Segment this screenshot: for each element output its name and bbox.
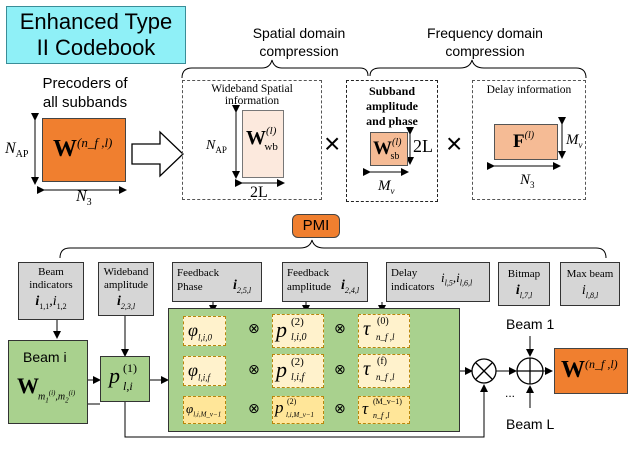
beam-i-box: Beam i W m1(i),m2(i) bbox=[8, 340, 88, 424]
otimes-icon: ⊗ bbox=[334, 400, 346, 416]
otimes-icon: ⊗ bbox=[334, 320, 346, 336]
beam-i-matrix: W bbox=[17, 373, 39, 398]
frequency-header: Frequency domain compression bbox=[427, 25, 543, 59]
subband-cols-dim: Mv bbox=[378, 178, 395, 196]
indicator-beam: Beam indicators i1,1,i1,2 bbox=[18, 262, 84, 320]
precoders-rows-dim: NAP bbox=[5, 140, 29, 161]
beam-i-subscript: m1(i),m2(i) bbox=[38, 389, 76, 405]
indicator-bitmap: Bitmap il,7,l bbox=[498, 262, 550, 306]
indicator-max-beam: Max beam il,8,l bbox=[560, 262, 620, 306]
output-matrix-symbol: W(n_f ,l) bbox=[561, 357, 618, 383]
frequency-brace bbox=[369, 59, 587, 79]
delay-label: Delay information bbox=[486, 84, 572, 96]
beam-ellipsis: ... bbox=[505, 386, 516, 400]
tau-box-f: τ (f) n_f ,l bbox=[358, 354, 410, 388]
pmi-box: PMI bbox=[292, 214, 340, 238]
wideband-matrix: W(l)wb bbox=[242, 110, 284, 178]
p1-symbol: p bbox=[109, 363, 120, 388]
times-operator-1: × bbox=[324, 128, 341, 159]
title-line2: II Codebook bbox=[36, 35, 156, 60]
wideband-panel bbox=[182, 80, 322, 200]
title-line1: Enhanced Type bbox=[19, 9, 173, 34]
wideband-label: Wideband Spatial information bbox=[211, 83, 293, 107]
subband-panel bbox=[346, 80, 438, 202]
big-arrow-icon bbox=[131, 130, 184, 178]
indicator-feedback-amplitude: Feedback amplitude i2,4,l bbox=[282, 262, 368, 302]
subband-label: Subband amplitude and phase bbox=[365, 84, 418, 128]
output-matrix: W(n_f ,l) bbox=[554, 348, 628, 394]
precoders-cols-dim: N3 bbox=[76, 188, 92, 209]
otimes-icon: ⊗ bbox=[248, 320, 260, 336]
tau-box-0: τ (0) n_f ,l bbox=[358, 314, 410, 348]
p1-box: p (1) l,i bbox=[100, 356, 150, 402]
otimes-icon: ⊗ bbox=[248, 361, 260, 377]
pmi-brace bbox=[59, 239, 607, 259]
beam-1-label: Beam 1 bbox=[506, 316, 555, 332]
wideband-rows-dim: NAP bbox=[206, 138, 227, 155]
tau-box-last: τ (M_v−1) n_f ,l bbox=[358, 396, 410, 424]
phi-box-last: φl,i,M_v−1 bbox=[183, 396, 226, 424]
indicator-delay: Delay indicators il,5,il,6,l bbox=[386, 262, 490, 302]
indicator-wideband-amplitude: Wideband amplitude i2,3,l bbox=[98, 262, 154, 316]
precoders-matrix-symbol: W(n_f ,l) bbox=[53, 135, 113, 162]
subband-rows-dim: 2L bbox=[413, 136, 433, 156]
delay-rows-dim: Mv bbox=[566, 132, 583, 150]
indicator-feedback-phase: Feedback Phase i2,5,l bbox=[172, 262, 262, 302]
delay-matrix: F(l) bbox=[494, 124, 558, 160]
precoders-label: Precoders of all subbands bbox=[42, 75, 128, 111]
p2-box-f: p (2) l,i,f bbox=[272, 354, 324, 388]
delay-matrix-symbol: F(l) bbox=[513, 130, 535, 152]
spatial-brace bbox=[181, 59, 369, 79]
p2-box-0: p (2) l,i,0 bbox=[272, 314, 324, 348]
wideband-matrix-symbol: W(l)wb bbox=[246, 125, 278, 153]
delay-cols-dim: N3 bbox=[520, 172, 535, 190]
times-operator-2: × bbox=[446, 128, 463, 159]
beam-i-label: Beam i bbox=[23, 349, 67, 365]
spatial-header: Spatial domain compression bbox=[252, 25, 346, 59]
precoders-matrix: W(n_f ,l) bbox=[42, 118, 126, 182]
subband-matrix-symbol: W(l)sb bbox=[373, 137, 402, 162]
phi-box-f: φl,i,f bbox=[183, 356, 226, 386]
p2-box-last: p (2) l,i,M_v−1 bbox=[272, 396, 324, 424]
wideband-cols-dim: 2L bbox=[250, 184, 268, 201]
otimes-icon: ⊗ bbox=[334, 361, 346, 377]
subband-matrix: W(l)sb bbox=[370, 132, 408, 166]
title-box: Enhanced Type II Codebook bbox=[6, 6, 186, 64]
beam-l-label: Beam L bbox=[506, 416, 555, 432]
otimes-icon: ⊗ bbox=[248, 400, 260, 416]
phi-box-0: φl,i,0 bbox=[183, 316, 226, 346]
delay-panel bbox=[472, 80, 586, 200]
